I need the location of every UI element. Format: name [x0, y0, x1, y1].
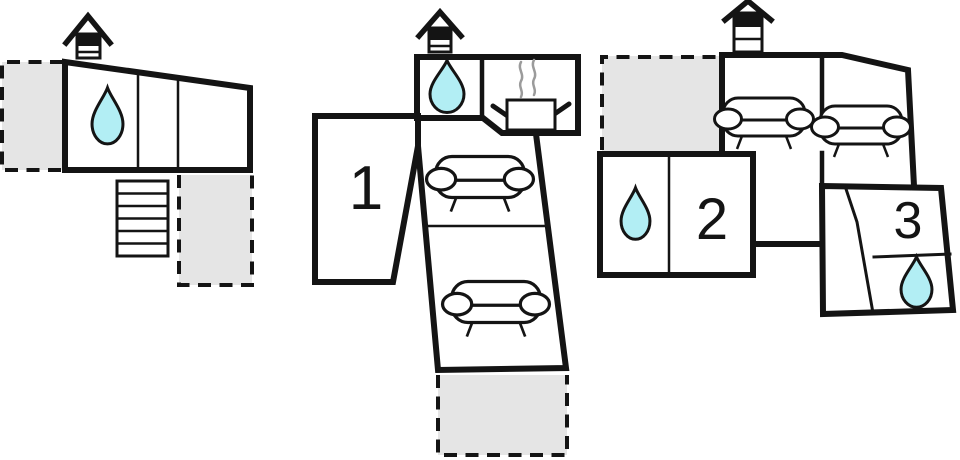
water-drop-icon	[619, 186, 652, 241]
water-drop-icon	[899, 255, 934, 309]
terrace-area	[602, 56, 722, 153]
room-divider-wall	[872, 252, 952, 259]
right-building: 2 3	[597, 0, 957, 318]
left-building-outline	[62, 58, 253, 173]
terrace-dashed-border	[177, 175, 254, 287]
left-building-west-terrace	[0, 60, 63, 172]
chimney-icon	[415, 7, 465, 54]
terrace-dashed-border	[600, 55, 720, 150]
left-building	[62, 11, 253, 258]
right-building-north-terrace	[600, 55, 722, 153]
steam-icon	[518, 58, 537, 99]
middle-building: 1	[312, 7, 581, 374]
left-building-south-terrace	[177, 175, 254, 287]
hallway-divider-wall	[844, 187, 875, 315]
water-drop-icon	[428, 59, 466, 114]
room-3-outline	[818, 182, 957, 318]
chimney-icon	[62, 11, 114, 60]
stairs-icon	[115, 179, 170, 258]
stove-icon	[490, 58, 572, 132]
room-1-outline	[312, 113, 421, 285]
room-3-label: 3	[894, 192, 923, 250]
living-area-walls	[719, 52, 918, 190]
terrace-area	[438, 375, 567, 455]
bathroom-room-2-outline	[597, 151, 756, 278]
middle-building-south-terrace	[436, 375, 569, 457]
terrace-dashed-border	[436, 375, 569, 457]
water-drop-icon	[90, 86, 125, 146]
room-1-label: 1	[349, 154, 383, 223]
room-2-label: 2	[696, 187, 728, 252]
terrace-dashed-border	[0, 60, 63, 172]
chimney-icon	[721, 0, 775, 54]
terrace-area	[179, 175, 252, 285]
terrace-area	[2, 62, 63, 170]
